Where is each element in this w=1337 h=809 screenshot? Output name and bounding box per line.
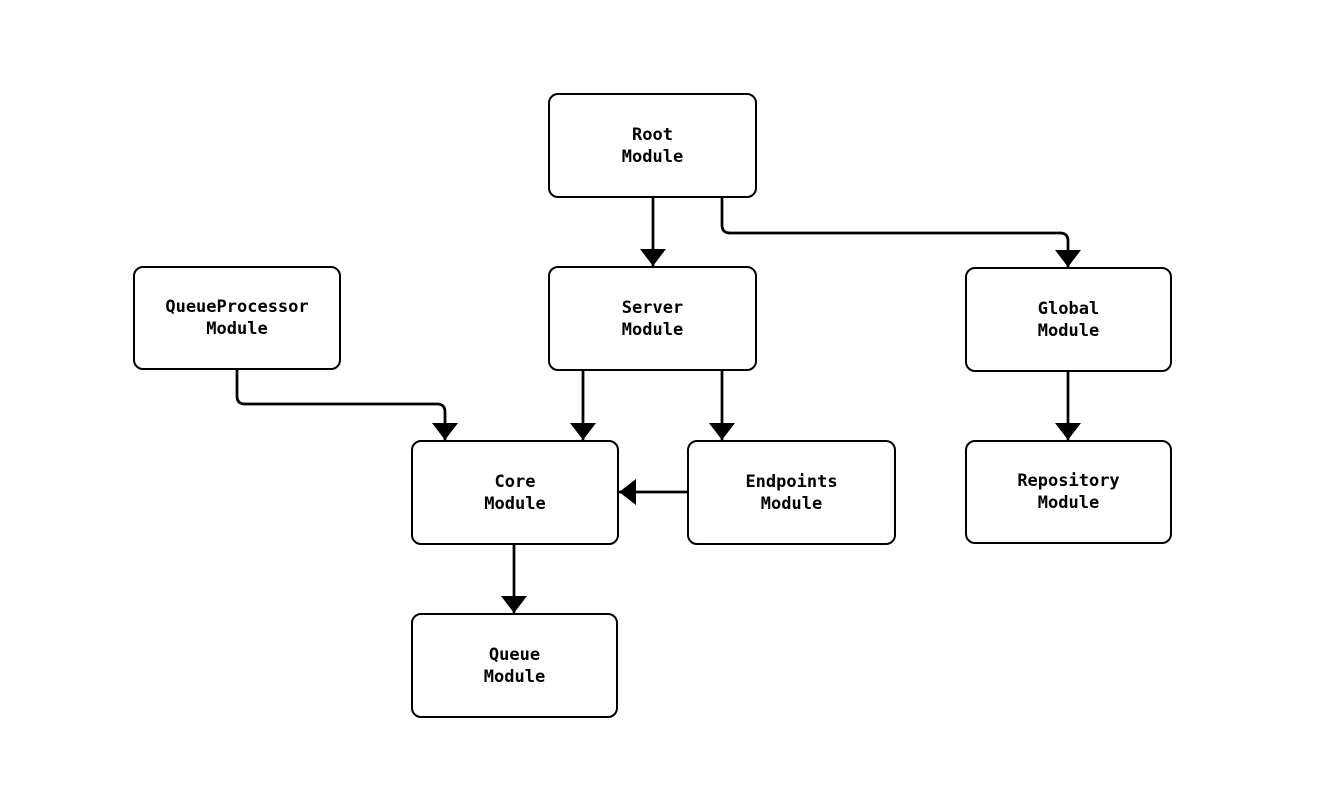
node-label: Module bbox=[206, 319, 268, 339]
node-label: Endpoints bbox=[745, 471, 838, 492]
node-label: Repository bbox=[1017, 471, 1120, 491]
node-label: Queue bbox=[488, 644, 541, 665]
node-queueprocessor-module: QueueProcessor Module bbox=[133, 266, 341, 370]
node-core-module: Core Module bbox=[411, 440, 619, 545]
node-server-module: Server Module bbox=[548, 266, 757, 371]
node-label: Module bbox=[1037, 320, 1100, 341]
node-global-module: Global Module bbox=[965, 267, 1172, 372]
node-label: Core bbox=[494, 471, 536, 492]
node-repository-module: Repository Module bbox=[965, 440, 1172, 544]
edge-root-to-global bbox=[720, 198, 1081, 267]
node-label: Module bbox=[621, 146, 684, 167]
node-label: Module bbox=[621, 319, 684, 340]
node-label: Module bbox=[483, 666, 546, 687]
node-label: Global bbox=[1037, 298, 1100, 319]
node-label: Server bbox=[621, 297, 684, 318]
node-label: Module bbox=[1037, 493, 1100, 513]
node-root-module: Root Module bbox=[548, 93, 757, 198]
node-endpoints-module: Endpoints Module bbox=[687, 440, 896, 545]
node-label: Root bbox=[632, 124, 673, 145]
node-label: Module bbox=[484, 493, 546, 514]
node-label: Module bbox=[760, 493, 823, 514]
node-label: QueueProcessor bbox=[165, 297, 309, 317]
edge-queueprocessor-to-core bbox=[235, 370, 458, 440]
node-queue-module: Queue Module bbox=[411, 613, 618, 718]
